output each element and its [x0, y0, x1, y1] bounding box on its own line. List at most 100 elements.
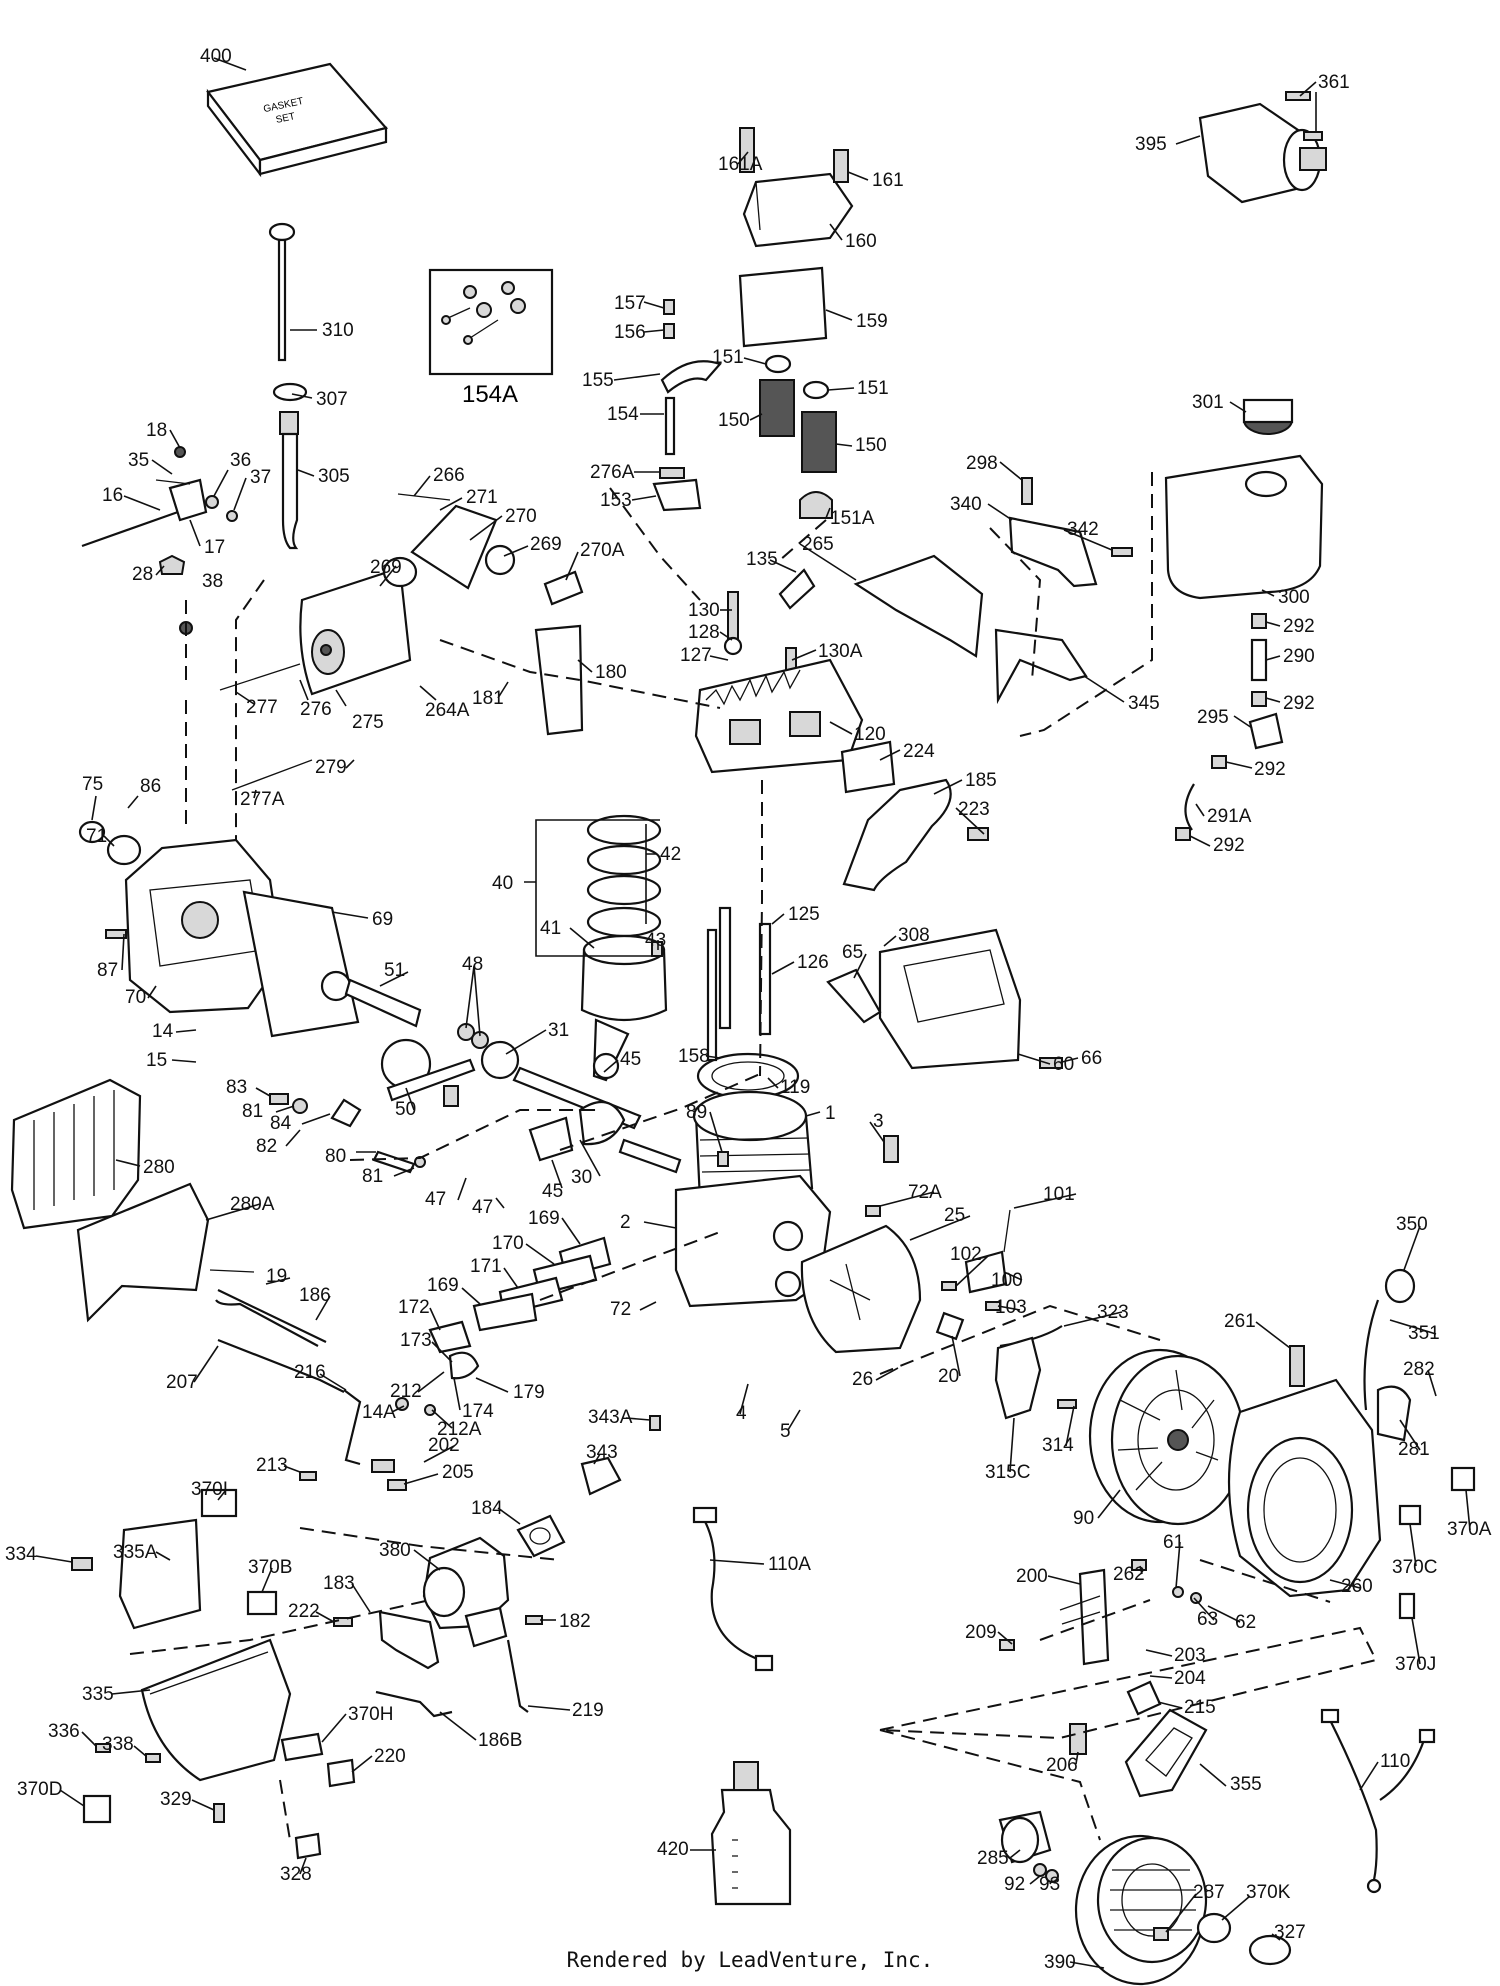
- part-label-206: 206: [1046, 1755, 1078, 1776]
- part-label-281: 281: [1398, 1439, 1430, 1460]
- carburetor-assembly: [333, 1514, 566, 1718]
- part-label-30: 30: [571, 1167, 592, 1188]
- part-label-285: 285: [977, 1848, 1009, 1869]
- rocker-cover-and-valvetrain: [652, 127, 854, 519]
- part-label-323: 323: [1097, 1302, 1129, 1323]
- part-label-125: 125: [788, 904, 820, 925]
- part-label-220: 220: [374, 1746, 406, 1767]
- part-label-292: 292: [1283, 616, 1315, 637]
- part-label-308: 308: [898, 925, 930, 946]
- part-label-182: 182: [559, 1611, 591, 1632]
- part-label-50: 50: [395, 1099, 416, 1120]
- part-label-48: 48: [462, 954, 483, 975]
- part-label-20: 20: [938, 1366, 959, 1387]
- oil-bottle: [710, 1761, 792, 1906]
- valve-adjust-kit-inset: 154A: [428, 268, 554, 408]
- part-label-204: 204: [1174, 1668, 1206, 1689]
- part-label-102: 102: [950, 1244, 982, 1265]
- part-label-26: 26: [852, 1369, 873, 1390]
- part-label-47: 47: [425, 1189, 446, 1210]
- inset-kit-label: 154A: [462, 381, 518, 408]
- part-label-161: 161: [872, 170, 904, 191]
- governor-linkage: [209, 1269, 436, 1491]
- part-label-276: 276: [300, 699, 332, 720]
- part-label-40: 40: [492, 873, 513, 894]
- part-label-150: 150: [855, 435, 887, 456]
- part-label-215: 215: [1184, 1697, 1216, 1718]
- part-label-370c: 370C: [1392, 1557, 1437, 1578]
- part-label-150: 150: [718, 410, 750, 431]
- part-label-60: 60: [1053, 1054, 1074, 1075]
- part-label-205: 205: [442, 1462, 474, 1483]
- part-label-14: 14: [152, 1021, 174, 1042]
- part-label-65: 65: [842, 942, 863, 963]
- part-label-130: 130: [688, 600, 720, 621]
- part-label-3: 3: [873, 1111, 884, 1132]
- part-label-420: 420: [657, 1839, 689, 1860]
- part-label-345: 345: [1128, 693, 1160, 714]
- part-label-159: 159: [856, 311, 888, 332]
- assembly-dash-lines: [129, 472, 1378, 1841]
- part-label-45: 45: [620, 1049, 641, 1070]
- part-label-277a: 277A: [240, 789, 285, 810]
- part-label-151a: 151A: [830, 508, 875, 529]
- part-label-120: 120: [854, 724, 886, 745]
- part-label-291a: 291A: [1207, 806, 1252, 827]
- part-label-41: 41: [540, 918, 561, 939]
- part-label-31: 31: [548, 1020, 569, 1041]
- part-label-38: 38: [202, 571, 223, 592]
- fuel-tank-assembly: [994, 398, 1324, 841]
- part-label-260: 260: [1341, 1576, 1373, 1597]
- part-label-181: 181: [472, 688, 504, 709]
- part-label-135: 135: [746, 549, 778, 570]
- part-label-155: 155: [582, 370, 614, 391]
- valve-spring-left: [759, 379, 795, 437]
- part-label-127: 127: [680, 645, 712, 666]
- part-label-400: 400: [200, 46, 232, 67]
- part-label-43: 43: [645, 930, 666, 951]
- part-label-222: 222: [288, 1601, 320, 1622]
- part-label-200: 200: [1016, 1566, 1048, 1587]
- part-label-277: 277: [246, 697, 278, 718]
- part-label-370a: 370A: [1447, 1519, 1492, 1540]
- part-label-75: 75: [82, 774, 103, 795]
- part-label-185: 185: [965, 770, 997, 791]
- part-label-82: 82: [256, 1136, 277, 1157]
- part-label-83: 83: [226, 1077, 247, 1098]
- part-label-130a: 130A: [818, 641, 863, 662]
- part-label-171: 171: [470, 1256, 502, 1277]
- part-label-266: 266: [433, 465, 465, 486]
- control-panel-bracket: [71, 1488, 356, 1860]
- part-label-342: 342: [1067, 519, 1099, 540]
- part-label-179: 179: [513, 1382, 545, 1403]
- part-label-287: 287: [1193, 1882, 1225, 1903]
- part-label-128: 128: [688, 622, 720, 643]
- air-guide-and-shrouds: [800, 928, 1063, 1354]
- part-label-216: 216: [294, 1362, 326, 1383]
- part-label-80: 80: [325, 1146, 346, 1167]
- part-label-334: 334: [5, 1544, 37, 1565]
- intake-gaskets-spacer: [428, 1236, 612, 1380]
- part-label-71: 71: [86, 826, 107, 847]
- part-label-62: 62: [1235, 1612, 1256, 1633]
- part-label-340: 340: [950, 494, 982, 515]
- part-label-327: 327: [1274, 1922, 1306, 1943]
- part-label-269: 269: [370, 557, 402, 578]
- part-label-63: 63: [1197, 1609, 1218, 1630]
- part-label-161a: 161A: [718, 154, 763, 175]
- part-label-350: 350: [1396, 1214, 1428, 1235]
- part-label-212a: 212A: [437, 1419, 482, 1440]
- part-label-35: 35: [128, 450, 149, 471]
- gasket-box-text-line2: SET: [275, 111, 296, 126]
- part-label-370h: 370H: [348, 1704, 393, 1725]
- part-label-310: 310: [322, 320, 354, 341]
- part-label-275: 275: [352, 712, 384, 733]
- part-label-209: 209: [965, 1622, 997, 1643]
- part-label-279: 279: [315, 757, 347, 778]
- part-label-264a: 264A: [425, 700, 470, 721]
- blower-housing: [1227, 1268, 1476, 1620]
- part-label-298: 298: [966, 453, 998, 474]
- part-label-335a: 335A: [113, 1542, 158, 1563]
- part-label-223: 223: [958, 799, 990, 820]
- throttle-control-bracket: [999, 1559, 1202, 1755]
